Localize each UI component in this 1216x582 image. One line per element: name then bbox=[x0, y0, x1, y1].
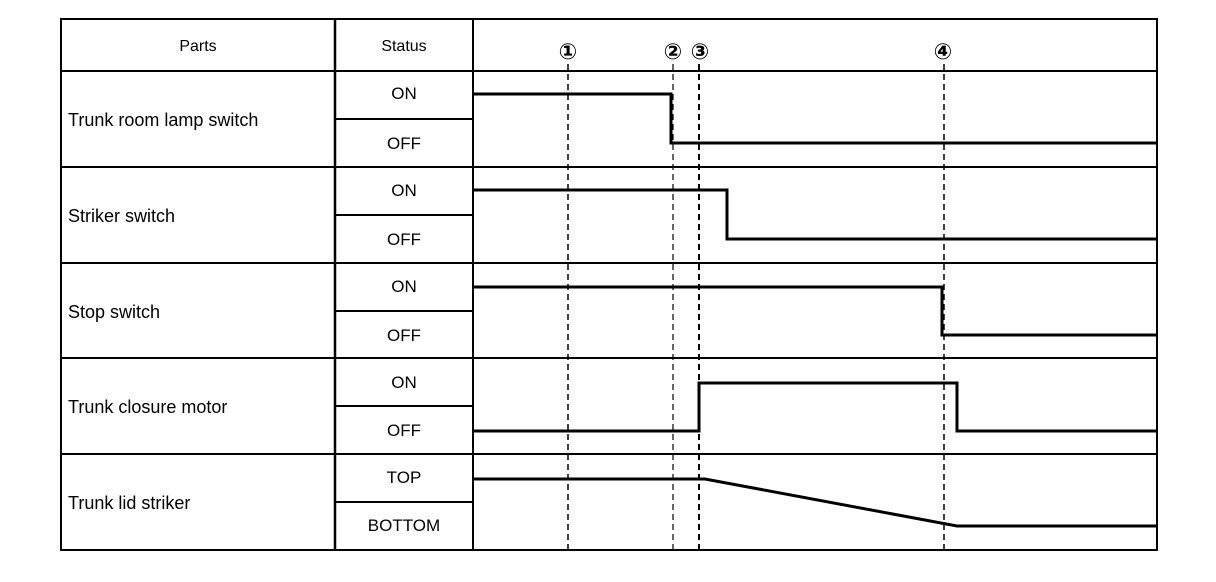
time-marker-4-label: ④ bbox=[934, 39, 953, 64]
part-label-stop-switch: Stop switch bbox=[68, 302, 160, 322]
header-parts: Parts bbox=[179, 38, 216, 55]
status-high-label: ON bbox=[391, 373, 417, 392]
table-frame bbox=[60, 18, 1158, 551]
status-low-label: OFF bbox=[387, 326, 421, 345]
status-high-label: TOP bbox=[387, 468, 422, 487]
signal-trunk-lid-striker bbox=[473, 477, 1157, 528]
time-marker-3-label: ③ bbox=[691, 39, 710, 64]
part-label-trunk-lid-striker: Trunk lid striker bbox=[68, 493, 190, 513]
status-high-label: ON bbox=[391, 84, 417, 103]
time-marker-2-label: ② bbox=[664, 39, 683, 64]
status-high-label: ON bbox=[391, 181, 417, 200]
part-label-trunk-closure-motor: Trunk closure motor bbox=[68, 397, 227, 417]
status-low-label: OFF bbox=[387, 230, 421, 249]
status-low-label: OFF bbox=[387, 421, 421, 440]
signal-trunk-room-lamp-switch bbox=[473, 92, 1157, 145]
part-label-striker-switch: Striker switch bbox=[68, 206, 175, 226]
signal-striker-switch bbox=[473, 188, 1157, 241]
header-status: Status bbox=[381, 38, 426, 55]
status-high-label: ON bbox=[391, 277, 417, 296]
status-low-label: OFF bbox=[387, 134, 421, 153]
status-low-label: BOTTOM bbox=[368, 516, 440, 535]
signal-stop-switch bbox=[473, 285, 1157, 337]
signal-trunk-closure-motor bbox=[473, 381, 1157, 433]
time-marker-1-label: ① bbox=[559, 39, 578, 64]
part-label-trunk-room-lamp-switch: Trunk room lamp switch bbox=[68, 110, 258, 130]
